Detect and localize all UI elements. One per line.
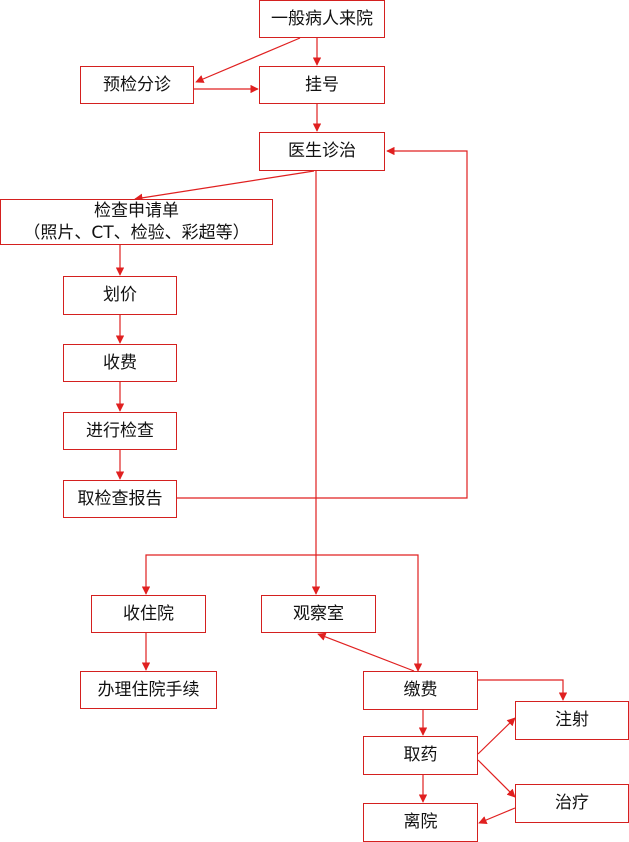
arrow-report-to-doctor [177,146,468,499]
arrow-doctor-to-exam-request [134,170,315,202]
exam-request-line2: （照片、CT、检验、彩超等） [23,223,250,243]
arrow-medicine-to-treatment [477,759,516,798]
node-pretriage: 预检分诊 [80,66,194,104]
arrow-pay-to-injection [478,679,568,701]
arrow-treatment-to-discharge [478,807,516,824]
node-admit: 收住院 [91,595,206,633]
node-treatment: 治疗 [515,784,629,823]
arrow-pay-to-observation [317,632,415,672]
arrow-split-to-pay [316,554,423,672]
arrow-split-to-admit [141,554,316,595]
node-doctor-diagnosis: 医生诊治 [259,132,385,171]
node-get-medicine: 取药 [363,736,478,775]
node-observation-room: 观察室 [261,595,376,633]
node-admission-procedure: 办理住院手续 [80,671,217,709]
exam-request-line1: 检查申请单 [94,200,179,221]
node-exam: 进行检查 [63,412,177,450]
arrow-medicine-to-injection [477,717,516,755]
node-pay: 缴费 [363,671,478,710]
node-general-patient-arrival: 一般病人来院 [259,0,385,38]
node-discharge: 离院 [363,803,478,842]
node-payment: 收费 [63,344,177,382]
node-register: 挂号 [259,66,385,104]
node-pricing: 划价 [63,276,177,315]
node-get-report: 取检查报告 [63,480,177,518]
node-exam-request: 检查申请单 （照片、CT、检验、彩超等） [0,199,273,245]
node-injection: 注射 [515,701,629,740]
arrow-general-to-pretriage [195,37,301,83]
